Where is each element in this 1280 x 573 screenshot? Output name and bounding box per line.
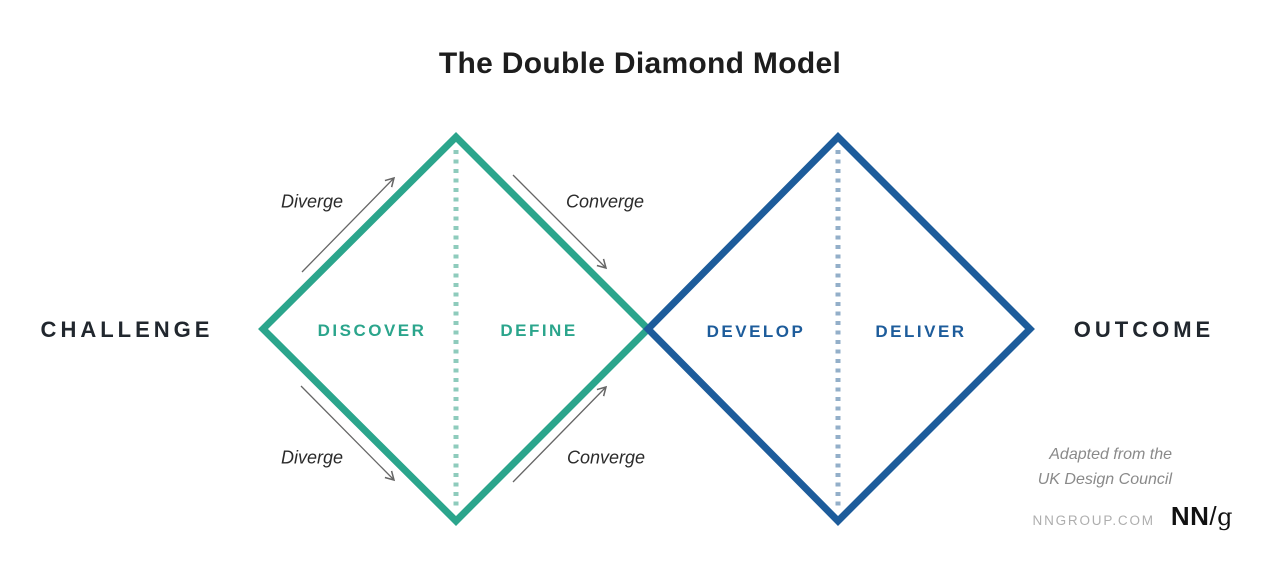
converge-label-bottom: Converge: [566, 447, 646, 468]
nngroup-url-text: NNGROUP.COM: [1032, 513, 1155, 528]
attribution-line-2: UK Design Council: [1037, 471, 1172, 488]
phase-deliver: DELIVER: [875, 322, 967, 341]
challenge-label: CHALLENGE: [40, 317, 214, 342]
attribution: Adapted from the UK Design Council: [1038, 442, 1172, 492]
diverge-label-bottom: Diverge: [280, 447, 344, 468]
diverge-arrow-top: [301, 176, 396, 273]
diverge-arrow-bottom: [300, 385, 396, 482]
nng-logo-g: g: [1217, 503, 1233, 531]
page-title: The Double Diamond Model: [438, 47, 842, 80]
nng-logo: NN/g: [1171, 501, 1233, 532]
phase-discover: DISCOVER: [317, 321, 427, 340]
phase-define: DEFINE: [500, 321, 578, 340]
converge-arrow-top: [512, 174, 608, 270]
outcome-label: OUTCOME: [1073, 317, 1215, 342]
converge-label-top: Converge: [565, 191, 645, 212]
attribution-line-1: Adapted from the: [1049, 446, 1172, 463]
diverge-label-top: Diverge: [280, 191, 344, 212]
footer-brand: NNGROUP.COM NN/g: [1033, 501, 1233, 532]
nng-logo-nn: NN: [1170, 501, 1210, 531]
develop-deliver-diamond: [643, 132, 1035, 526]
discover-define-diamond: [258, 132, 653, 526]
nng-logo-slash: /: [1209, 501, 1218, 531]
converge-arrow-bottom: [512, 385, 608, 483]
phase-develop: DEVELOP: [706, 322, 806, 341]
